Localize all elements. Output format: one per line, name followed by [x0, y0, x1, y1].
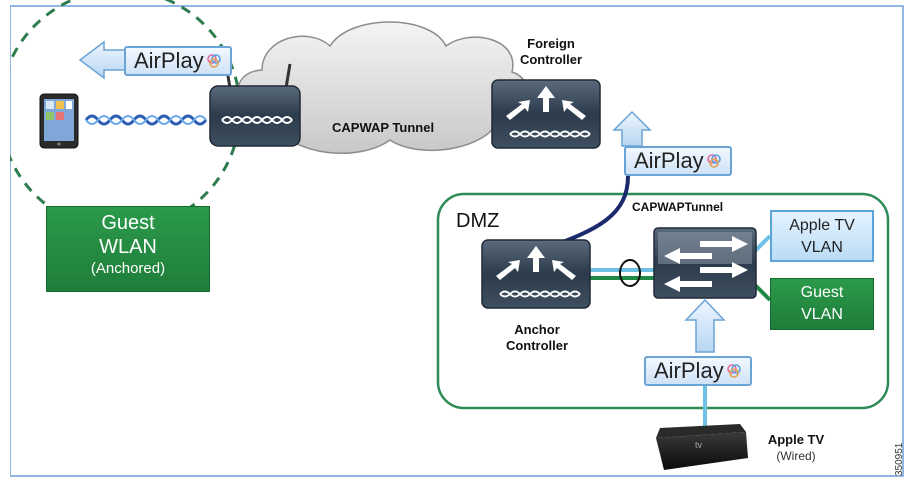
access-point-icon	[209, 63, 301, 147]
capwap-tunnel-label: CAPWAPTunnel	[632, 200, 724, 214]
anchor-controller-line2: Controller	[505, 338, 569, 353]
figure-id: 350951	[894, 442, 905, 476]
airplay-badge-foreign: AirPlay	[624, 146, 732, 176]
apple-tv-device-label: Apple TV (Wired)	[756, 432, 836, 464]
airplay-label: AirPlay	[634, 148, 704, 173]
capwap-cloud	[237, 21, 528, 155]
cloud-label: CAPWAP Tunnel	[332, 120, 435, 135]
airplay-label: AirPlay	[134, 48, 204, 73]
guest-wlan-line3: (Anchored)	[90, 260, 166, 277]
apple-tv-device-line1: Apple TV	[767, 432, 825, 447]
foreign-controller-icon	[491, 79, 601, 149]
anchor-controller-label: Anchor Controller	[496, 322, 578, 354]
dmz-label: DMZ	[456, 210, 500, 232]
anchor-controller-icon	[481, 239, 591, 309]
capwap-tunnel-line	[539, 175, 630, 252]
guest-vlan-line2: VLAN	[801, 306, 843, 323]
link-bundle-ring	[619, 259, 641, 287]
airplay-arrow-up-foreign	[612, 110, 652, 147]
switch-icon	[653, 227, 757, 299]
airplay-logo-icon	[206, 54, 221, 68]
airplay-arrow-up-switch	[684, 298, 726, 353]
wlan-coverage-circle	[0, 0, 242, 232]
dmz-boundary	[436, 192, 890, 410]
apple-tv-device-line2: (Wired)	[776, 449, 816, 463]
guest-vlan-line1: Guest	[800, 284, 844, 301]
guest-wlan-box: Guest WLAN (Anchored)	[46, 206, 210, 292]
airplay-logo-icon	[706, 154, 721, 168]
apple-tv-vlan-line1: Apple TV	[789, 217, 855, 234]
guest-wlan-line2: WLAN	[99, 236, 157, 258]
guest-vlan-box: Guest VLAN	[770, 278, 874, 330]
airplay-logo-icon	[726, 364, 741, 378]
airplay-badge-top: AirPlay	[124, 46, 232, 76]
guest-wlan-line1: Guest	[101, 212, 155, 234]
airplay-badge-switch: AirPlay	[644, 356, 752, 386]
airplay-label: AirPlay	[654, 358, 724, 383]
apple-tv-vlan-line2: VLAN	[801, 239, 843, 256]
foreign-controller-line1: Foreign	[527, 36, 575, 51]
apple-tv-icon: tv	[656, 424, 748, 470]
svg-text:tv: tv	[695, 440, 703, 450]
apple-tv-vlan-box: Apple TV VLAN	[770, 210, 874, 262]
foreign-controller-line2: Controller	[519, 52, 583, 67]
foreign-controller-label: Foreign Controller	[510, 36, 592, 68]
ipad-icon	[39, 93, 79, 149]
anchor-controller-line1: Anchor	[514, 322, 560, 337]
